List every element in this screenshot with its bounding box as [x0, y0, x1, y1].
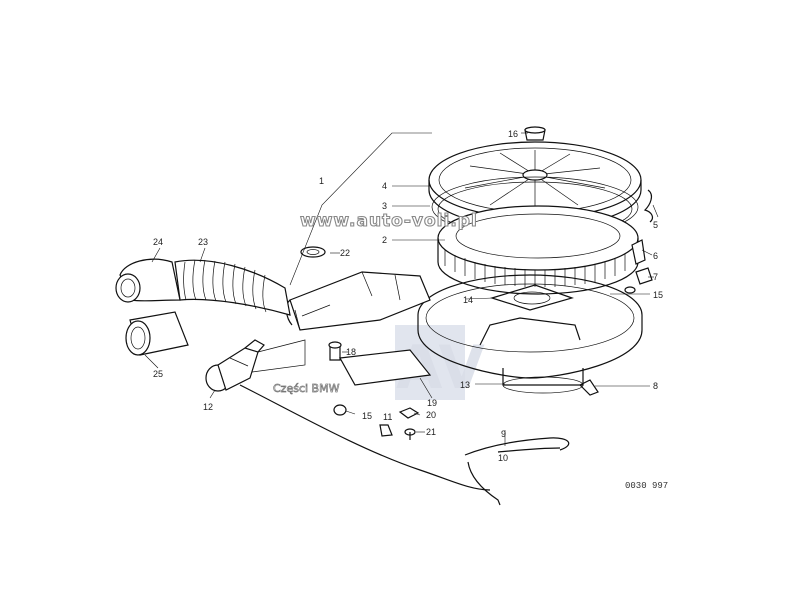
clip-11 [379, 424, 393, 437]
nut-15-upper [624, 286, 636, 294]
reference-code: 0030 997 [625, 481, 668, 491]
label-2: 2 [382, 235, 387, 245]
spring-clip-5 [643, 189, 654, 223]
label-21: 21 [426, 427, 436, 437]
label-8: 8 [653, 381, 658, 391]
label-4: 4 [382, 181, 387, 191]
nut-20 [398, 407, 420, 419]
label-25: 25 [153, 369, 163, 379]
label-10: 10 [498, 453, 508, 463]
label-23: 23 [198, 237, 208, 247]
nut-15-lower [333, 404, 347, 416]
corrugated-hose [174, 259, 291, 316]
label-15-lower: 15 [362, 411, 372, 421]
label-1: 1 [319, 176, 324, 186]
label-13: 13 [460, 380, 470, 390]
label-9: 9 [501, 429, 506, 439]
label-22: 22 [340, 248, 350, 258]
air-filter-cover [428, 126, 642, 229]
grommet-22 [300, 246, 326, 258]
label-14: 14 [463, 295, 473, 305]
label-3: 3 [382, 201, 387, 211]
label-11: 11 [383, 412, 392, 422]
part-labels: 1 2 3 4 5 6 7 8 9 10 11 12 13 14 15 15 1… [153, 129, 668, 491]
bolt-18 [328, 341, 342, 361]
hose-elbow [115, 258, 181, 303]
label-18: 18 [346, 347, 356, 357]
clip-6 [631, 239, 646, 265]
vacuum-unit [205, 339, 306, 392]
label-16: 16 [508, 129, 518, 139]
plate [339, 349, 432, 386]
clamp-7 [635, 267, 653, 285]
label-7: 7 [653, 272, 658, 282]
label-12: 12 [203, 402, 213, 412]
label-20: 20 [426, 410, 436, 420]
label-24: 24 [153, 237, 163, 247]
leader-lines [144, 132, 659, 446]
air-intake-snorkel [285, 271, 431, 331]
air-filter-housing [417, 274, 643, 396]
watermark-url: www.auto-voli.pl [300, 211, 478, 231]
label-19: 19 [427, 398, 437, 408]
vacuum-hose [239, 384, 570, 506]
label-15-upper: 15 [653, 290, 663, 300]
air-filter-element [437, 205, 639, 295]
screw-21 [404, 428, 416, 440]
label-5: 5 [653, 220, 658, 230]
label-6: 6 [653, 251, 658, 261]
watermark-caption: Części BMW [273, 382, 340, 395]
intake-pipe [125, 311, 189, 356]
